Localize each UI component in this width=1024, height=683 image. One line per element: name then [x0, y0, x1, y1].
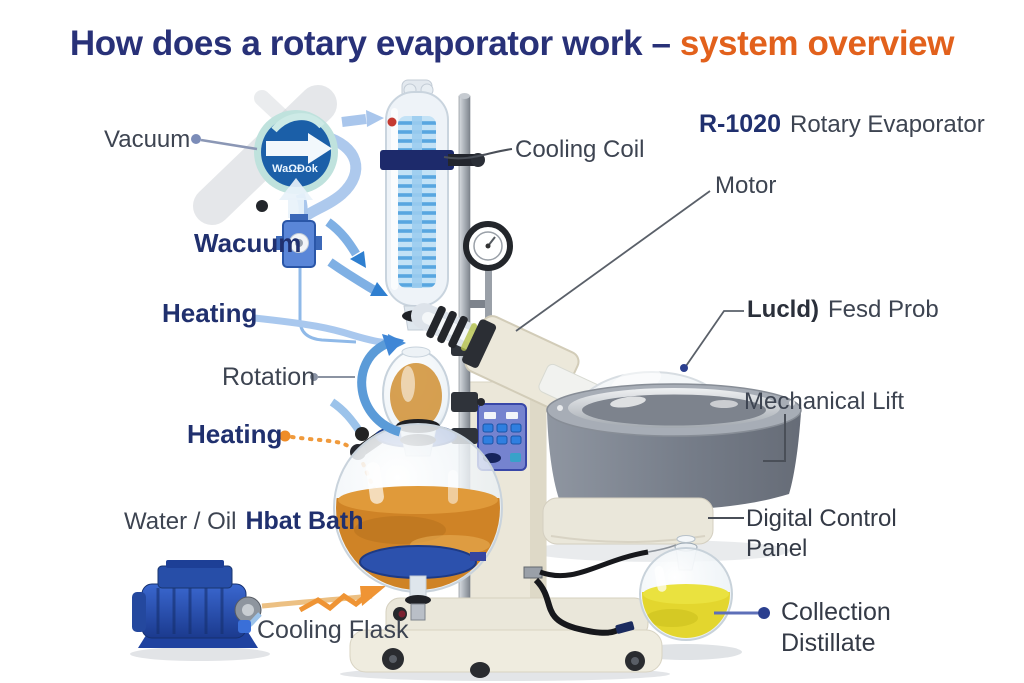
label-heating-bottom: Heating [187, 419, 283, 449]
pressure-gauge [463, 221, 513, 318]
label-vacuum: Vacuum [104, 126, 191, 153]
label-cooling-coil: Cooling Coil [515, 136, 645, 163]
title-main: How does a rotary evaporator work – [69, 24, 671, 63]
label-model-row: R-1020 Rotary Evaporator [699, 110, 985, 139]
collection-flask [639, 535, 733, 641]
label-heat-bath: Hbat Bath [245, 507, 364, 535]
label-collection-line2: Distillate [781, 629, 876, 658]
label-feed-probe-bold: Lucld) [747, 296, 819, 323]
label-heating-top: Heating [162, 298, 258, 328]
label-mechanical-lift: Mechanical Lift [744, 388, 905, 415]
label-model-name: Rotary Evaporator [790, 111, 985, 138]
heating-hose [238, 586, 386, 633]
label-cooling-flask: Cooling Flask [257, 616, 409, 644]
digital-control-panel [477, 403, 527, 471]
water-bath [546, 383, 802, 510]
label-digital-control-line2: Panel [746, 535, 808, 562]
label-digital-control: Digital Control Panel [746, 504, 897, 564]
label-motor: Motor [715, 172, 777, 199]
cooling-pump [132, 560, 262, 648]
cooling-coil-condenser [385, 79, 449, 331]
pump-badge-text: WaΩÐok [272, 163, 319, 175]
label-feed-probe-row: Lucld) Fesd Prob [747, 296, 939, 324]
label-collection-distillate: Collection Distillate [781, 597, 891, 660]
flow-arrows [253, 110, 406, 437]
label-collection-line1: Collection [781, 598, 891, 626]
label-wacuum: Wacuum [194, 228, 302, 258]
title-accent: system overview [679, 24, 955, 63]
vacuum-valve [276, 214, 322, 268]
bath-plinth [542, 497, 714, 545]
leader-lines [191, 134, 786, 619]
label-heat-bath-row: Water / Oil Hbat Bath [124, 507, 364, 536]
label-feed-probe-rest: Fesd Prob [828, 296, 939, 323]
label-water-oil: Water / Oil [124, 508, 237, 535]
label-model-number: R-1020 [699, 110, 781, 138]
label-rotation: Rotation [222, 363, 316, 391]
label-digital-control-line1: Digital Control [746, 505, 897, 532]
vacuum-pump-icon: WaΩÐok [254, 110, 362, 228]
page-title: How does a rotary evaporator work – syst… [0, 24, 1024, 64]
power-cables [523, 544, 677, 636]
